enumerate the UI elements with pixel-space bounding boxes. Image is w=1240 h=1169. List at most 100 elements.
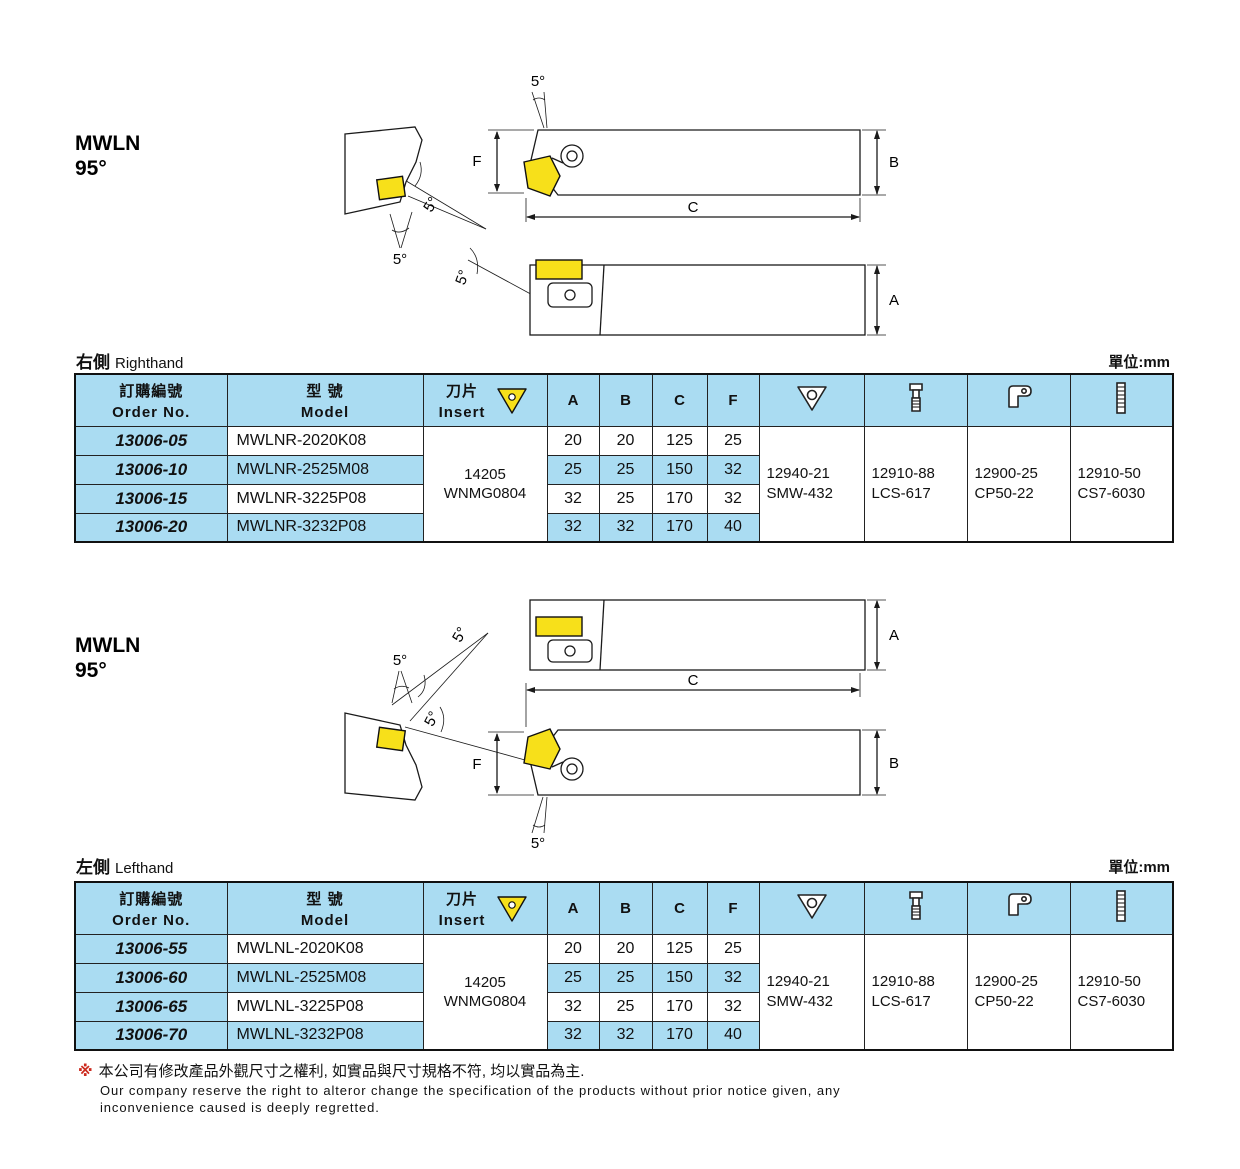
- model-cell: MWLNR-2525M08: [226, 454, 424, 485]
- col-header-screw: [1069, 881, 1174, 935]
- end-view-insert: [375, 175, 407, 201]
- accessory-code: CP50-22: [974, 484, 1034, 502]
- dim-a-cell: 32: [546, 1020, 600, 1051]
- angle-label: 5°: [421, 709, 443, 730]
- insert-cell: 14205 WNMG0804: [422, 425, 548, 543]
- dim-b-cell: 20: [598, 933, 653, 964]
- clamp-icon: [1007, 893, 1032, 917]
- dim-c-cell: 170: [651, 483, 708, 514]
- dim-f-cell: 25: [706, 933, 760, 964]
- accessory-cell-screw: 12910-50 CS7-6030: [1069, 425, 1174, 543]
- dim-a-cell: 20: [546, 425, 600, 456]
- lefthand-diagram: A C F B 5° 5° 5° 5°: [344, 599, 899, 852]
- note-mark: ※: [78, 1063, 93, 1080]
- col-header-c: C: [651, 881, 708, 935]
- dim-f-label: F: [472, 153, 481, 170]
- model-header-zh: 型 號: [306, 382, 344, 400]
- construction-lines: [387, 91, 548, 299]
- dim-c: [525, 198, 861, 222]
- order-cell: 13006-70: [74, 1020, 228, 1051]
- accessory-code: SMW-432: [766, 992, 833, 1010]
- model-cell: MWLNL-2020K08: [226, 933, 424, 964]
- insert-header-en: Insert: [438, 911, 486, 929]
- model-cell: MWLNL-3232P08: [226, 1020, 424, 1051]
- model-cell: MWLNR-3225P08: [226, 483, 424, 514]
- footer-note: ※本公司有修改產品外觀尺寸之權利, 如實品與尺寸規格不符, 均以實品為主. Ou…: [78, 1060, 841, 1115]
- order-cell: 13006-15: [74, 483, 228, 514]
- angle-label: 5°: [531, 73, 545, 90]
- col-header-order: 訂購編號 Order No.: [74, 373, 228, 427]
- accessory-no: 12910-50: [1077, 464, 1141, 482]
- insert-code: WNMG0804: [443, 992, 527, 1010]
- order-cell: 13006-60: [74, 962, 228, 993]
- angle-label: 5°: [393, 652, 407, 669]
- order-header-zh: 訂購編號: [119, 890, 184, 908]
- tool-angle-label: 95°: [75, 659, 107, 682]
- dim-a-cell: 32: [546, 483, 600, 514]
- table-row: 13006-60 MWLNL-2525M08 25 25 150 32: [74, 962, 1173, 993]
- model-header-en: Model: [300, 403, 350, 421]
- dim-b-cell: 32: [598, 1020, 653, 1051]
- dim-c-cell: 125: [651, 933, 708, 964]
- accessory-code: CP50-22: [974, 992, 1034, 1010]
- model-cell: MWLNR-3232P08: [226, 512, 424, 543]
- hand-label-zh: 左側: [76, 858, 110, 877]
- end-view-body: [344, 712, 423, 801]
- order-cell: 13006-05: [74, 425, 228, 456]
- col-header-c: C: [651, 373, 708, 427]
- dim-f: [488, 129, 534, 194]
- footer-zh-line: ※本公司有修改產品外觀尺寸之權利, 如實品與尺寸規格不符, 均以實品為主.: [78, 1060, 841, 1081]
- clamp-screw-icon: [1116, 382, 1127, 415]
- insert-code: WNMG0804: [443, 484, 527, 502]
- dim-a-cell: 25: [546, 962, 600, 993]
- order-header-zh: 訂購編號: [119, 382, 184, 400]
- footer-en-line2: inconvenience caused is deeply regretted…: [100, 1100, 380, 1115]
- dim-c-cell: 170: [651, 512, 708, 543]
- order-cell: 13006-65: [74, 991, 228, 1022]
- lock-pin-icon: [908, 383, 923, 413]
- angle-label: 5°: [531, 835, 545, 852]
- dim-f-cell: 40: [706, 1020, 760, 1051]
- accessory-cell-shim: 12940-21 SMW-432: [758, 933, 865, 1051]
- col-header-clamp: [966, 881, 1071, 935]
- model-cell: MWLNR-2020K08: [226, 425, 424, 456]
- section1-title: MWLN 95°: [75, 131, 140, 181]
- dim-b: [862, 129, 886, 196]
- col-header-clamp: [966, 373, 1071, 427]
- table-row: 13006-10 MWLNR-2525M08 25 25 150 32: [74, 454, 1173, 485]
- model-cell: MWLNL-3225P08: [226, 991, 424, 1022]
- section2-title: MWLN 95°: [75, 633, 140, 683]
- dim-c-cell: 150: [651, 454, 708, 485]
- trigon-insert-icon: [497, 388, 528, 414]
- accessory-cell-clamp: 12900-25 CP50-22: [966, 933, 1071, 1051]
- accessory-no: 12910-88: [871, 464, 935, 482]
- clamp-icon: [1007, 385, 1032, 409]
- dim-a-cell: 25: [546, 454, 600, 485]
- insert-header-en: Insert: [438, 403, 486, 421]
- dim-f-label: F: [472, 756, 481, 773]
- accessory-no: 12910-50: [1077, 972, 1141, 990]
- model-header-en: Model: [300, 911, 350, 929]
- angle-label: 5°: [393, 251, 407, 268]
- clamp-screw-icon: [1116, 890, 1127, 923]
- dim-c-cell: 125: [651, 425, 708, 456]
- accessory-no: 12940-21: [766, 464, 830, 482]
- side-view-insert: [523, 728, 561, 770]
- dim-b-label: B: [889, 154, 899, 171]
- col-header-a: A: [546, 881, 600, 935]
- tool-series-label: MWLN: [75, 132, 141, 155]
- table-row: 13006-70 MWLNL-3232P08 32 32 170 40: [74, 1020, 1173, 1051]
- table-row: 13006-55 MWLNL-2020K08 14205 WNMG0804 20…: [74, 933, 1174, 1051]
- accessory-no: 12910-88: [871, 972, 935, 990]
- order-header-en: Order No.: [112, 403, 191, 421]
- accessory-code: LCS-617: [871, 484, 931, 502]
- dim-f-cell: 25: [706, 425, 760, 456]
- dim-a: [867, 264, 886, 336]
- clamp-screw-center: [566, 150, 578, 162]
- insert-number: 14205: [464, 465, 506, 483]
